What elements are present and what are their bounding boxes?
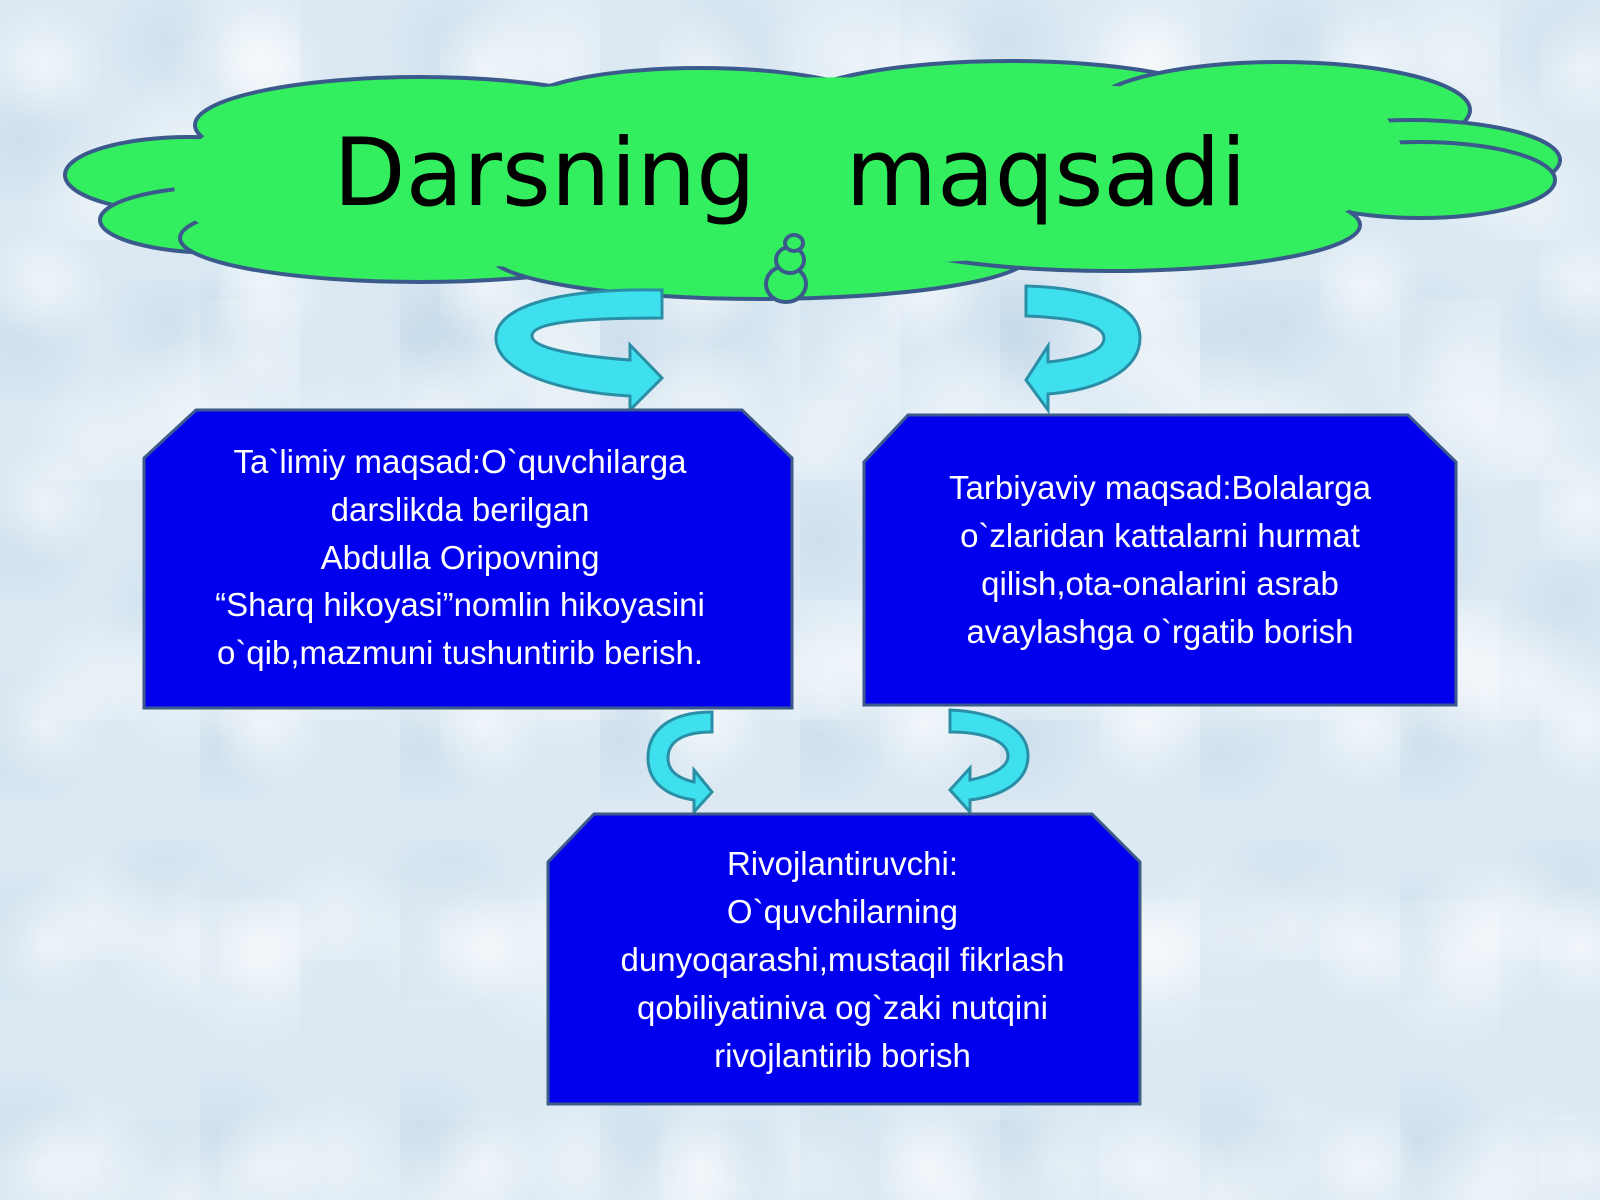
curved-arrow-right — [1024, 284, 1142, 415]
developmental-goal-text: Rivojlantiruvchi: O`quvchilarning dunyoq… — [620, 845, 1065, 1074]
curved-arrow-left — [494, 288, 665, 414]
curved-arrow-bottom-left — [646, 710, 714, 816]
box-educational-goal — [142, 408, 794, 710]
page-title: Darsning maqsadi — [333, 119, 1247, 228]
upbringing-goal-text: Tarbiyaviy maqsad:Bolalarga o`zlaridan k… — [949, 469, 1371, 650]
title-cloud — [63, 59, 1562, 304]
educational-goal-text: Ta`limiy maqsad:O`quvchilarga darslikda … — [215, 442, 705, 672]
box-upbringing-goal — [862, 413, 1458, 707]
box-developmental-goal — [546, 812, 1142, 1106]
curved-arrow-bottom-right — [947, 708, 1030, 816]
